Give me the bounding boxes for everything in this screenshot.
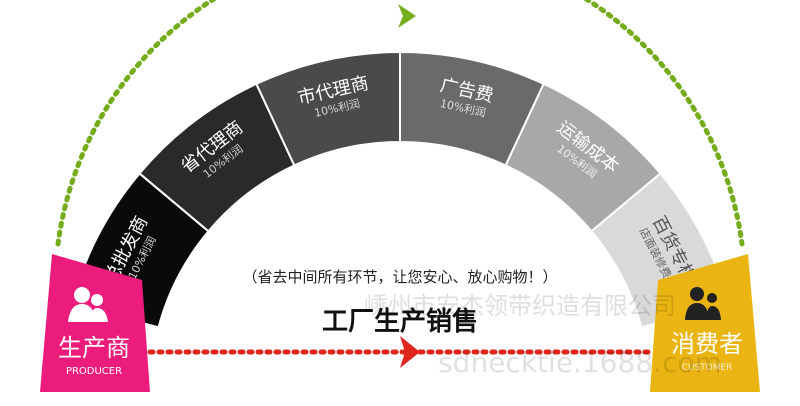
- consumer-people-icon: [685, 287, 721, 320]
- center-title: 工厂生产销售: [322, 306, 478, 337]
- producer-block: 生产商 PRODUCER: [40, 254, 150, 392]
- red-arrow-icon: [400, 336, 420, 368]
- watermark-url: sdnecktie.1688.com: [438, 346, 722, 379]
- center-note: （省去中间所有环节，让您安心、放心购物！）: [242, 268, 557, 286]
- producer-people-icon: [68, 287, 108, 322]
- middlemen-ring: 总批发商10%利润省代理商10%利润市代理商10%利润广告费10%利润运输成本1…: [70, 50, 730, 329]
- consumer-subtitle: CUSTOMER: [682, 363, 733, 373]
- producer-subtitle: PRODUCER: [66, 366, 122, 377]
- green-arrow-icon: [398, 4, 416, 28]
- consumer-title: 消费者: [671, 330, 743, 358]
- producer-title: 生产商: [58, 334, 130, 362]
- direct-route-arc: [55, 0, 745, 247]
- consumer-block: 消费者 CUSTOMER: [650, 254, 760, 392]
- watermark-company: 嵊州市安杰领带织造有限公司: [364, 292, 676, 320]
